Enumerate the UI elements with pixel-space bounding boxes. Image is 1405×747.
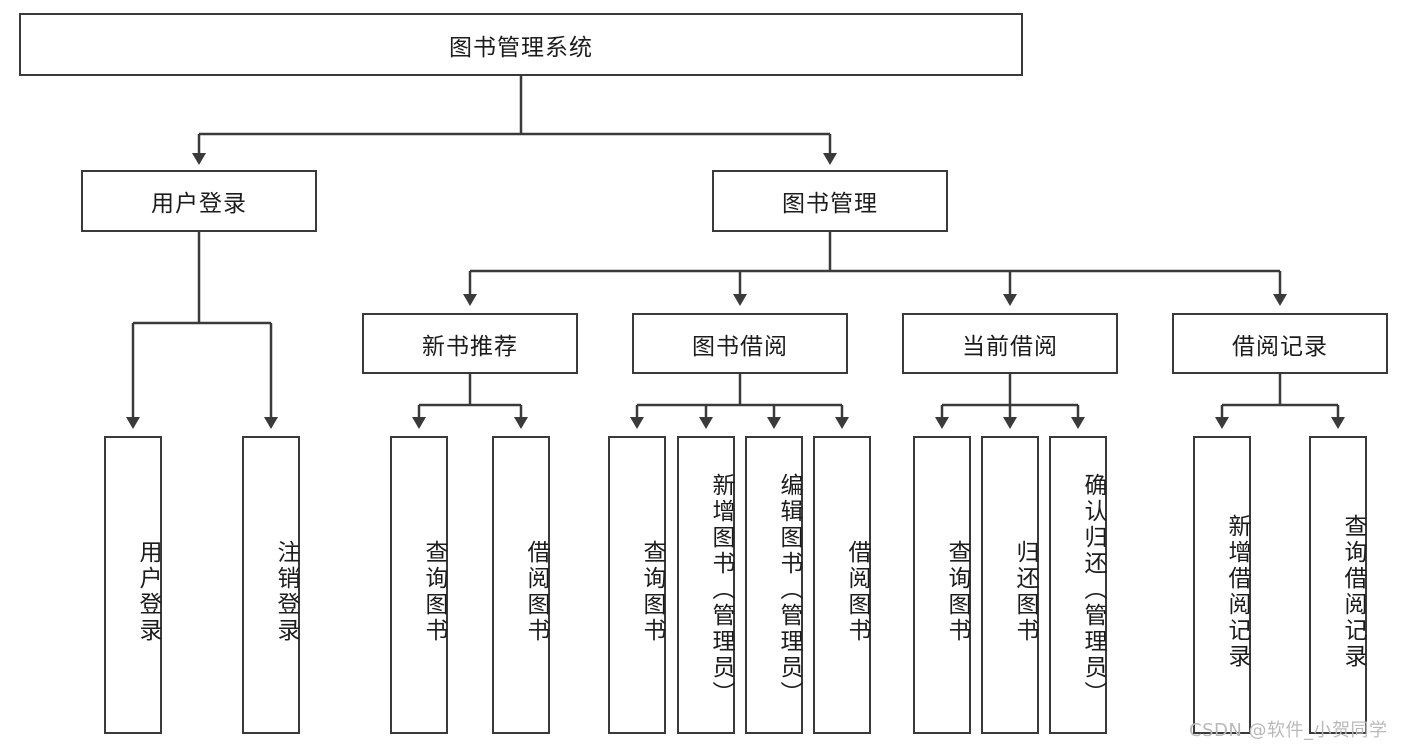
leaf-book-borrow-add[interactable]: 新增图书（管理员） (677, 436, 735, 734)
csdn-watermark: CSDN @软件_小贺同学 (1189, 720, 1388, 741)
leaf-current-borrow-confirm-return[interactable]: 确认归还（管理员） (1049, 436, 1107, 734)
leaf-new-book-borrow[interactable]: 借阅图书 (492, 436, 550, 734)
leaf-book-borrow-query[interactable]: 查询图书 (608, 436, 666, 734)
leaf-user-login-logout[interactable]: 注销登录 (242, 436, 300, 734)
node-label: 当前借阅 (962, 333, 1058, 360)
node-label: 新增图书（管理员） (708, 473, 734, 707)
node-label: 借阅记录 (1232, 333, 1328, 360)
node-label: 用户登录 (151, 191, 247, 217)
node-label: 图书借阅 (692, 333, 788, 360)
leaf-borrow-record-add[interactable]: 新增借阅记录 (1193, 436, 1251, 734)
leaf-current-borrow-return[interactable]: 归还图书 (981, 436, 1039, 734)
node-label: 查询借阅记录 (1340, 514, 1366, 670)
leaf-book-borrow-edit[interactable]: 编辑图书（管理员） (745, 436, 803, 734)
node-label: 查询图书 (421, 540, 447, 644)
node-new-book-recommendation[interactable]: 新书推荐 (362, 313, 578, 374)
node-book-borrowing[interactable]: 图书借阅 (632, 313, 848, 374)
leaf-user-login-login[interactable]: 用户登录 (104, 436, 162, 734)
node-borrowing-record[interactable]: 借阅记录 (1172, 313, 1388, 374)
node-label: 确认归还（管理员） (1080, 473, 1106, 707)
node-label: 图书管理 (782, 191, 878, 217)
node-label: 新书推荐 (422, 333, 518, 360)
node-label: 归还图书 (1012, 540, 1038, 644)
leaf-borrow-record-query[interactable]: 查询借阅记录 (1309, 436, 1367, 734)
node-label: 用户登录 (135, 540, 161, 644)
leaf-new-book-query[interactable]: 查询图书 (390, 436, 448, 734)
node-label: 查询图书 (944, 540, 970, 644)
node-label: 编辑图书（管理员） (776, 473, 802, 707)
node-book-management-system[interactable]: 图书管理系统 (19, 13, 1023, 76)
node-label: 借阅图书 (523, 540, 549, 644)
node-label: 新增借阅记录 (1224, 514, 1250, 670)
node-current-borrowing[interactable]: 当前借阅 (902, 313, 1118, 374)
leaf-current-borrow-query[interactable]: 查询图书 (913, 436, 971, 734)
leaf-book-borrow-borrow[interactable]: 借阅图书 (813, 436, 871, 734)
node-label: 注销登录 (273, 540, 299, 644)
node-book-management[interactable]: 图书管理 (712, 170, 948, 232)
node-label: 图书管理系统 (449, 34, 593, 61)
node-label: 查询图书 (639, 540, 665, 644)
node-label: 借阅图书 (844, 540, 870, 644)
node-user-login[interactable]: 用户登录 (81, 170, 317, 232)
